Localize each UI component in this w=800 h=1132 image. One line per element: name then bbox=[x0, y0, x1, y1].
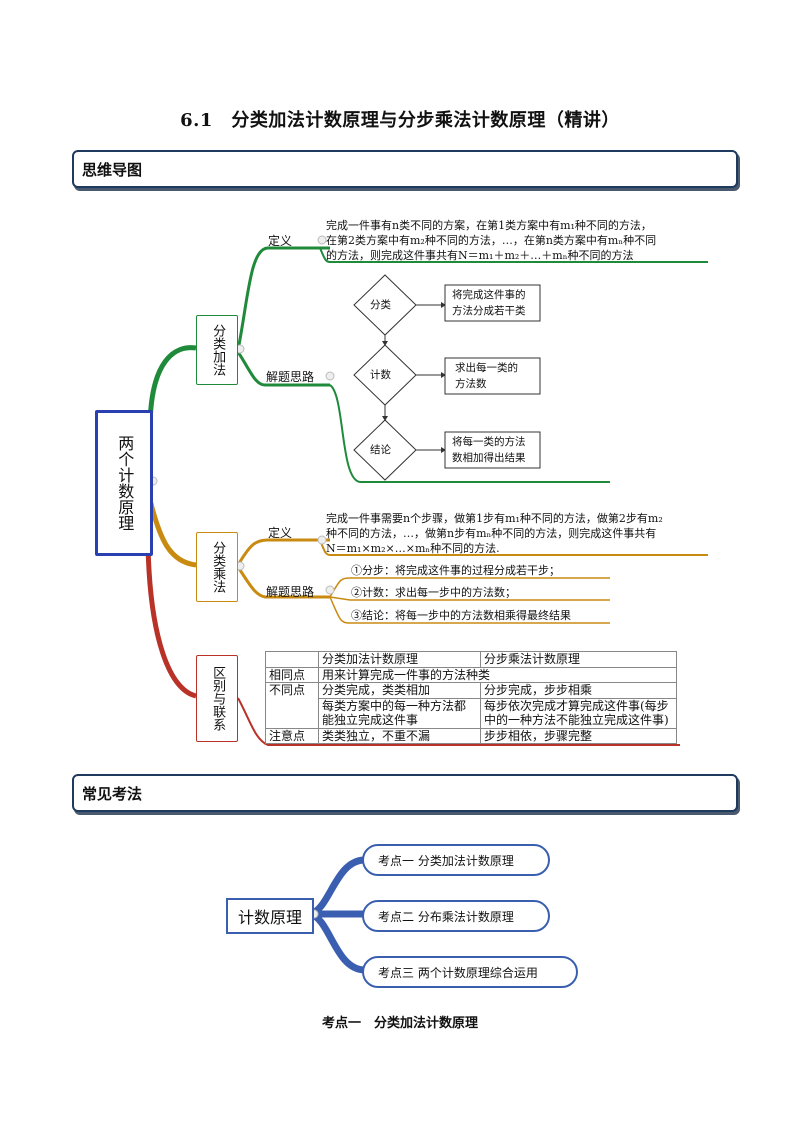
definition-line: N＝m₁×m₂×…×mₙ种不同的方法. bbox=[326, 542, 500, 555]
table-cell: 分类完成，类类相加 bbox=[318, 682, 481, 699]
mindmap-connectors bbox=[145, 235, 708, 746]
document-title: 6.1 分类加法计数原理与分步乘法计数原理（精讲） bbox=[180, 110, 620, 131]
flow-desc-line: 数相加得出结果 bbox=[452, 452, 526, 464]
table-cell: 分类加法计数原理 bbox=[318, 651, 481, 668]
flow-step-classify: 分类 bbox=[370, 299, 391, 311]
exam-point-label: 考点三 两个计数原理综合运用 bbox=[378, 965, 538, 980]
table-cell: 分步完成，步步相乘 bbox=[480, 682, 677, 699]
table-cell: 相同点 bbox=[265, 666, 319, 683]
table-cell: 每类方案中的每一种方法都能独立完成这件事 bbox=[318, 697, 481, 729]
flow-desc-classify: 将完成这件事的 方法分成若干类 bbox=[452, 287, 526, 319]
flow-desc-line: 将完成这件事的 bbox=[452, 289, 526, 301]
branch-label: 分类加法 bbox=[210, 324, 226, 376]
multiplication-definition-label: 定义 bbox=[268, 526, 293, 540]
multiplication-step-1: ①分步：将完成这件事的过程分成若干步； bbox=[351, 564, 560, 577]
definition-line: 的方法，则完成这件事共有N＝m₁＋m₂＋…＋mₙ种不同的方法 bbox=[326, 249, 634, 262]
flow-desc-line: 方法数 bbox=[455, 378, 487, 390]
exam-point-label: 考点二 分布乘法计数原理 bbox=[378, 909, 514, 924]
branch-node-difference: 区别与联系 bbox=[196, 655, 238, 742]
section-label: 常见考法 bbox=[82, 785, 143, 803]
definition-line: 完成一件事有n类不同的方案，在第1类方案中有m₁种不同的方法， bbox=[326, 219, 652, 232]
table-cell: 类类独立，不重不漏 bbox=[318, 727, 481, 744]
exam-map-connectors bbox=[308, 856, 366, 974]
root-label: 两个计数原理 bbox=[115, 435, 135, 531]
multiplication-step-3: ③结论：将每一步中的方法数相乘得最终结果 bbox=[351, 609, 571, 622]
flow-step-conclude: 结论 bbox=[370, 444, 391, 456]
flow-desc-conclude: 将每一类的方法 数相加得出结果 bbox=[452, 434, 526, 466]
exam-point-3[interactable]: 考点三 两个计数原理综合运用 bbox=[362, 956, 578, 988]
table-row: 不同点 分类完成，类类相加 分步完成，步步相乘 bbox=[265, 682, 677, 729]
branch-label: 区别与联系 bbox=[210, 666, 226, 731]
branch-label: 分类乘法 bbox=[210, 541, 226, 593]
flow-step-count: 计数 bbox=[370, 369, 391, 381]
flow-desc-line: 方法分成若干类 bbox=[452, 305, 526, 317]
table-cell: 注意点 bbox=[265, 727, 319, 744]
definition-line: 在第2类方案中有m₂种不同的方法，…，在第n类方案中有mₙ种不同 bbox=[326, 234, 657, 247]
comparison-table: 分类加法计数原理 分步乘法计数原理 相同点 用来计算完成一件事的方法种类 不同点… bbox=[265, 651, 677, 744]
section-bar-mindmap: 思维导图 bbox=[72, 150, 738, 188]
table-cell: 分步乘法计数原理 bbox=[480, 651, 677, 668]
exam-point-label: 考点一 分类加法计数原理 bbox=[378, 853, 514, 868]
table-cell: 不同点 bbox=[265, 682, 319, 729]
multiplication-step-2: ②计数：求出每一步中的方法数； bbox=[351, 586, 516, 599]
addition-idea-label: 解题思路 bbox=[266, 370, 315, 384]
table-row: 注意点 类类独立，不重不漏 步步相依，步骤完整 bbox=[265, 727, 677, 744]
section-label: 思维导图 bbox=[82, 161, 143, 179]
table-cell: 步步相依，步骤完整 bbox=[480, 727, 677, 744]
branch-node-addition: 分类加法 bbox=[196, 315, 238, 385]
branch-node-multiplication: 分类乘法 bbox=[196, 532, 238, 602]
addition-definition-text: 完成一件事有n类不同的方案，在第1类方案中有m₁种不同的方法， 在第2类方案中有… bbox=[326, 218, 716, 263]
root-node-two-principles: 两个计数原理 bbox=[95, 410, 153, 556]
definition-line: 完成一件事需要n个步骤，做第1步有m₁种不同的方法，做第2步有m₂ bbox=[326, 512, 663, 525]
table-row: 分类加法计数原理 分步乘法计数原理 bbox=[265, 651, 677, 668]
exam-root-node: 计数原理 bbox=[226, 898, 314, 934]
exam-point-2[interactable]: 考点二 分布乘法计数原理 bbox=[362, 900, 550, 932]
subsection-title: 考点一 分类加法计数原理 bbox=[321, 1016, 478, 1031]
table-cell bbox=[265, 651, 319, 668]
flow-desc-count: 求出每一类的 方法数 bbox=[455, 360, 518, 392]
table-row: 相同点 用来计算完成一件事的方法种类 bbox=[265, 666, 677, 683]
table-cell: 用来计算完成一件事的方法种类 bbox=[318, 666, 677, 683]
exam-point-1[interactable]: 考点一 分类加法计数原理 bbox=[362, 844, 550, 876]
addition-definition-label: 定义 bbox=[268, 234, 293, 248]
section-bar-exam-points: 常见考法 bbox=[72, 774, 738, 812]
flow-desc-line: 将每一类的方法 bbox=[452, 436, 526, 448]
exam-root-label: 计数原理 bbox=[237, 908, 302, 927]
multiplication-definition-text: 完成一件事需要n个步骤，做第1步有m₁种不同的方法，做第2步有m₂ 种不同的方法… bbox=[326, 511, 716, 556]
table-cell: 每步依次完成才算完成这件事(每步中的一种方法不能独立完成这件事) bbox=[480, 697, 677, 729]
definition-line: 种不同的方法，…，做第n步有mₙ种不同的方法，则完成这件事共有 bbox=[326, 527, 657, 540]
multiplication-idea-label: 解题思路 bbox=[266, 585, 315, 599]
flow-desc-line: 求出每一类的 bbox=[455, 362, 518, 374]
table-row: 每类方案中的每一种方法都能独立完成这件事 每步依次完成才算完成这件事(每步中的一… bbox=[266, 697, 677, 729]
